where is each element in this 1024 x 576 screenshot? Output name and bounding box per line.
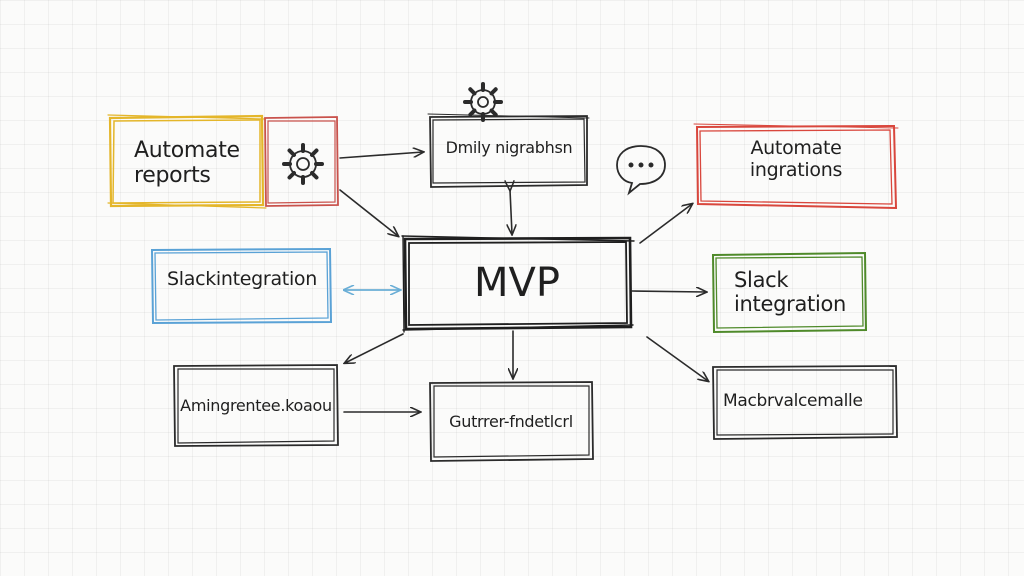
node-gutrrer-box [429, 381, 594, 462]
node-automate-integrations-box [693, 123, 899, 210]
gear-icon [463, 82, 503, 122]
arrow-mvp-to-slack-right [631, 291, 706, 292]
node-slack-integration-right-box [711, 251, 868, 334]
node-daily-integration-box [427, 113, 590, 188]
node-gear-box [264, 116, 339, 207]
node-automate-reports-box [107, 114, 267, 209]
node-automate-reports-label: Automate reports [134, 137, 240, 188]
gear-icon [282, 143, 324, 185]
node-automate-integrations-label: Automate ingrations [749, 137, 843, 181]
node-amingrentee-label: Amingrentee.koaou [180, 395, 332, 415]
node-macbrvalcemalle-label: Macbrvalcemalle [723, 391, 863, 412]
arrow-daily-mvp [510, 190, 512, 234]
node-daily-integration-label: Dmily nigrabhsn [445, 137, 573, 157]
node-mvp-box [401, 235, 635, 333]
node-macbrvalcemalle-box [712, 365, 898, 440]
node-gutrrer-label: Gutrrer-fndetlcrl [449, 411, 573, 431]
arrow-gear-to-daily [339, 152, 423, 159]
speech-bubble-icon [616, 145, 666, 196]
node-slack-integration-left-box [150, 247, 333, 325]
arrow-mvp-to-macbrvalcemalle [646, 336, 708, 381]
node-amingrentee-box [173, 364, 339, 447]
arrow-gear-to-mvp [339, 189, 398, 236]
arrow-mvp-to-automate-integrations [639, 204, 692, 244]
node-slack-integration-right-label: Slack integration [734, 267, 847, 316]
arrow-mvp-to-amingrentee [345, 333, 404, 363]
node-mvp-label: MVP [474, 260, 560, 306]
node-slack-integration-left-label: Slackintegration [166, 268, 317, 291]
